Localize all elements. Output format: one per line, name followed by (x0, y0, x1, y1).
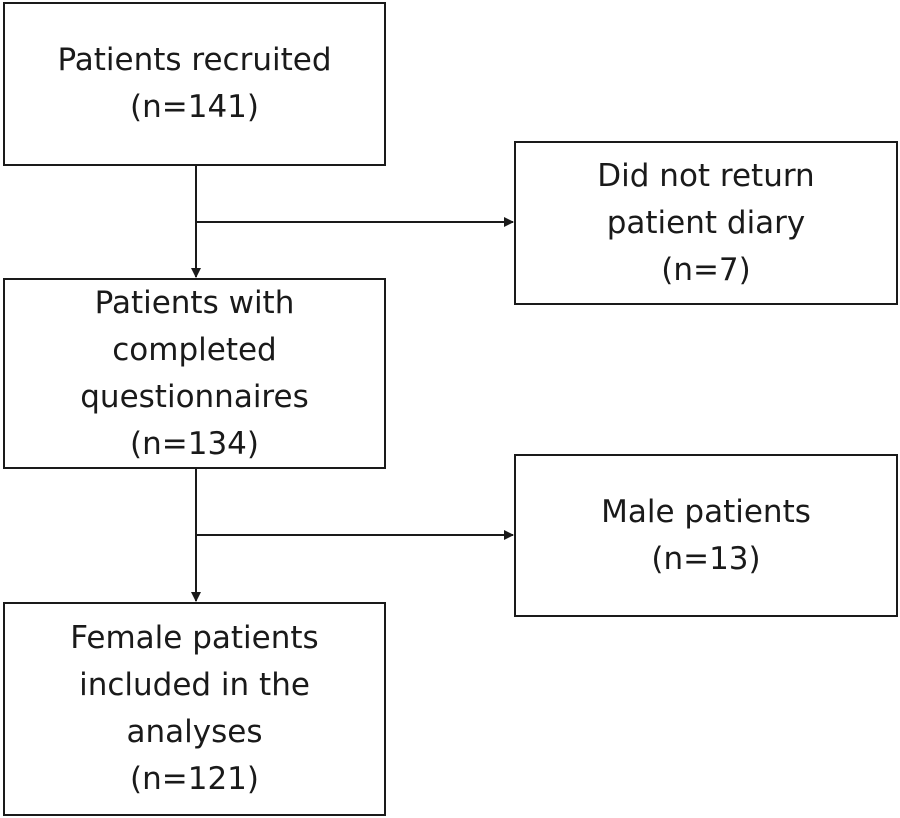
box-text-line: patient diary (606, 204, 806, 241)
box-female-patients-included: Female patients included in the analyses… (3, 602, 386, 816)
box-text-line: Patients with (94, 284, 295, 321)
box-text-line: analyses (126, 714, 263, 750)
box-text-line: Female patients (70, 620, 319, 656)
box-count: (n=121) (130, 761, 259, 797)
box-count: (n=141) (130, 89, 259, 125)
box-text-line: questionnaires (80, 378, 309, 415)
box-text-line: Patients recruited (57, 42, 332, 78)
box-text-line: Did not return (597, 157, 815, 194)
box-text-line: included in the (79, 667, 310, 703)
box-text-line: Male patients (601, 493, 811, 530)
box-count: (n=134) (130, 425, 259, 462)
box-count: (n=7) (661, 251, 751, 288)
box-did-not-return-diary: Did not return patient diary (n=7) (514, 141, 898, 305)
box-count: (n=13) (651, 540, 761, 577)
box-male-patients: Male patients (n=13) (514, 454, 898, 617)
box-completed-questionnaires: Patients with completed questionnaires (… (3, 278, 386, 469)
box-patients-recruited: Patients recruited (n=141) (3, 2, 386, 166)
box-text-line: completed (112, 331, 277, 368)
